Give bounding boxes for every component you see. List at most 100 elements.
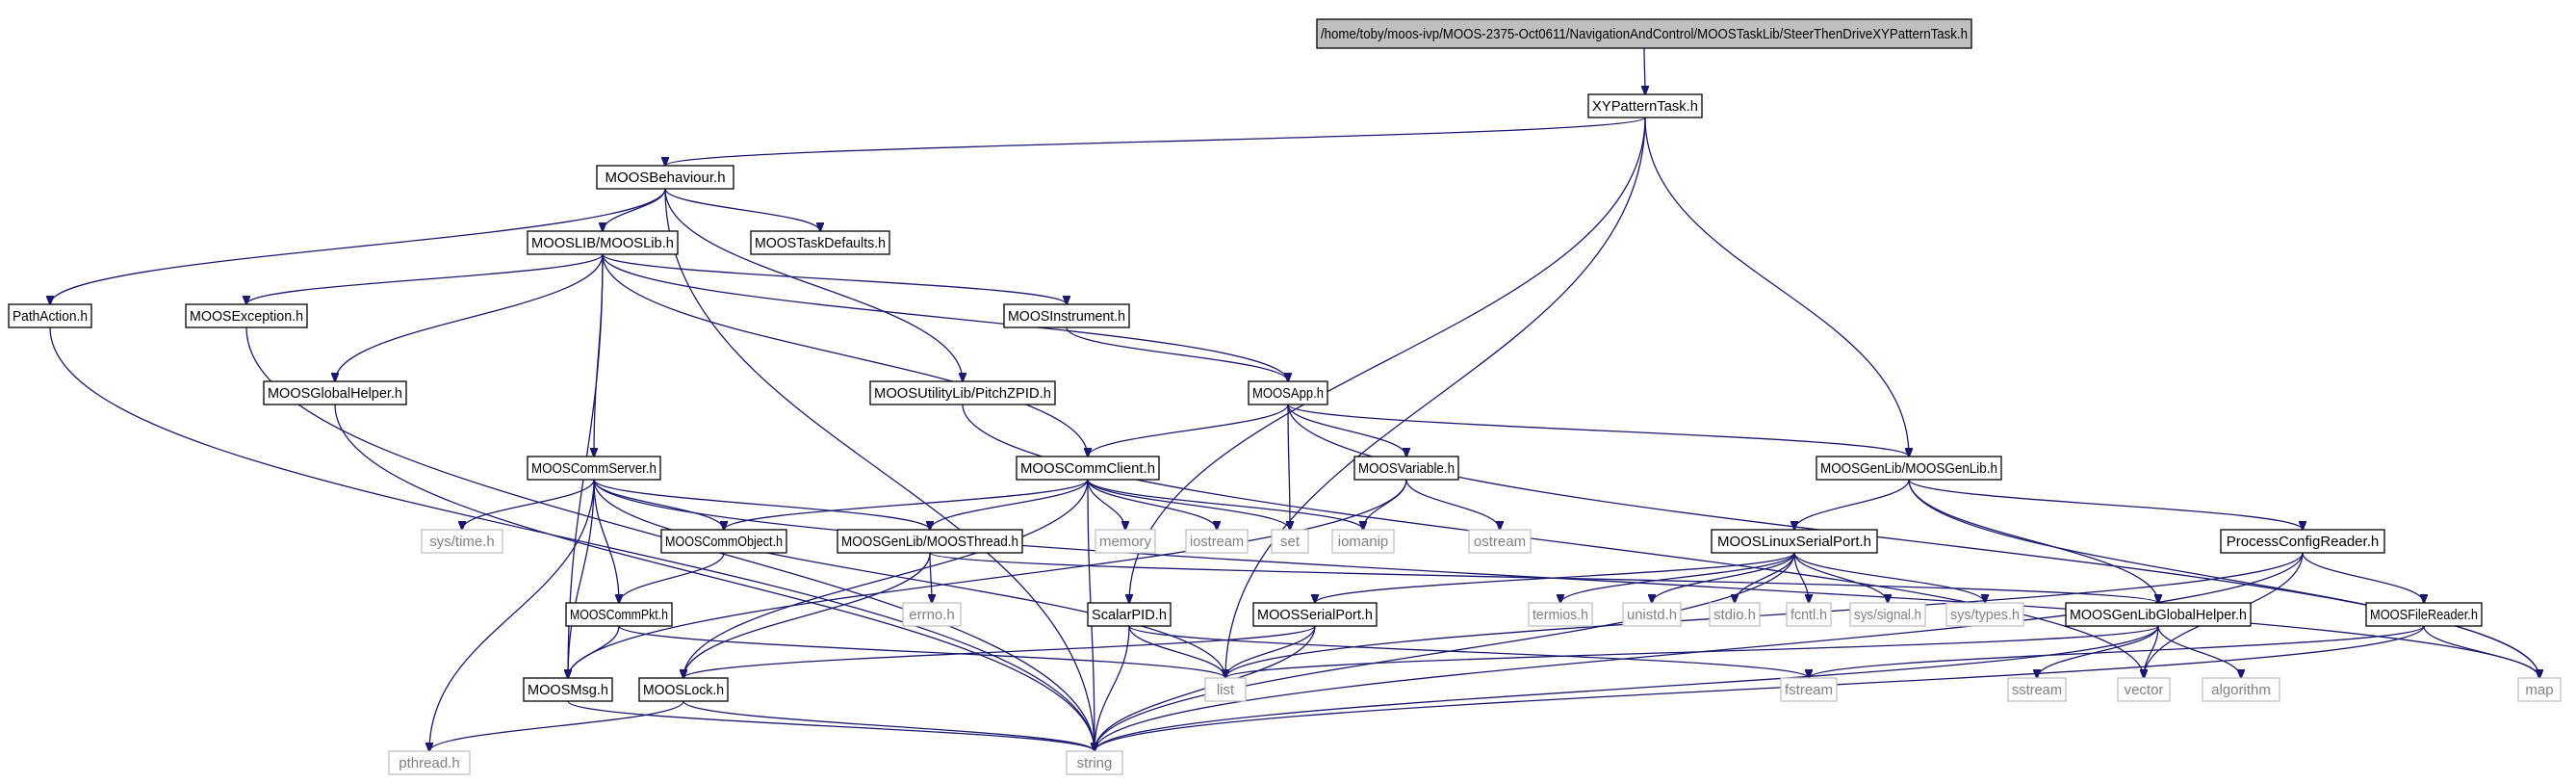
node-commserver[interactable]: MOOSCommServer.h xyxy=(527,456,661,481)
edge-scalarpid-to-string xyxy=(1095,625,1130,751)
edge-pitchzpid-to-vector xyxy=(962,404,2144,678)
node-box[interactable] xyxy=(750,230,890,255)
node-label: MOOSGenLib/MOOSThread.h xyxy=(841,534,1018,550)
edge-linuxserial-to-syssignal xyxy=(1793,552,1888,603)
node-box[interactable] xyxy=(1003,303,1130,328)
edge-path xyxy=(1087,479,1363,530)
node-label: sys/signal.h xyxy=(1854,607,1921,623)
node-pathaction[interactable]: PathAction.h xyxy=(8,303,92,328)
node-label: MOOSTaskDefaults.h xyxy=(755,235,886,251)
node-box[interactable] xyxy=(638,677,729,702)
node-box xyxy=(1331,529,1395,554)
node-box[interactable] xyxy=(1087,602,1172,627)
node-pthread: pthread.h xyxy=(388,750,471,775)
node-processconfig[interactable]: ProcessConfigReader.h xyxy=(2220,529,2385,554)
node-moosapp[interactable]: MOOSApp.h xyxy=(1248,380,1328,405)
node-label: MOOSGenLibGlobalHelper.h xyxy=(2070,607,2247,623)
node-box[interactable] xyxy=(2065,602,2252,627)
node-genlib[interactable]: MOOSGenLib/MOOSGenLib.h xyxy=(1816,456,2002,481)
node-label: errno.h xyxy=(909,607,955,623)
node-box[interactable] xyxy=(1016,456,1160,481)
edge-commserver-to-commobject xyxy=(593,479,724,530)
node-map: map xyxy=(2517,677,2562,702)
node-label: algorithm xyxy=(2211,682,2271,698)
node-syssignal: sys/signal.h xyxy=(1849,602,1926,627)
node-box[interactable] xyxy=(2365,602,2483,627)
edge-path xyxy=(593,479,724,530)
node-box[interactable] xyxy=(1316,18,1972,49)
node-root[interactable]: /home/toby/moos-ivp/MOOS-2375-Oct0611/Na… xyxy=(1316,18,1972,49)
edge-serialport-to-list xyxy=(1225,625,1316,678)
edge-mooslib-to-exception xyxy=(246,253,604,304)
node-moosmsg[interactable]: MOOSMsg.h xyxy=(523,677,613,702)
node-moosvariable[interactable]: MOOSVariable.h xyxy=(1353,456,1459,481)
edge-path xyxy=(1288,404,1290,530)
node-set: set xyxy=(1271,529,1309,554)
node-vector: vector xyxy=(2117,677,2171,702)
edge-genlibhelper-to-algorithm xyxy=(2157,625,2241,678)
node-behaviour[interactable]: MOOSBehaviour.h xyxy=(596,165,734,190)
node-box[interactable] xyxy=(523,677,613,702)
edge-path xyxy=(1225,117,1646,678)
node-taskdefaults[interactable]: MOOSTaskDefaults.h xyxy=(750,230,890,255)
node-box[interactable] xyxy=(1816,456,2002,481)
edge-behaviour-to-pathaction xyxy=(50,188,666,304)
node-label: MOOSUtilityLib/PitchZPID.h xyxy=(874,385,1051,402)
node-box[interactable] xyxy=(1353,456,1459,481)
node-label: stdio.h xyxy=(1713,607,1756,623)
node-box[interactable] xyxy=(1587,93,1703,118)
edge-path xyxy=(1095,625,1130,751)
edge-path xyxy=(962,404,2144,678)
node-globalhelper[interactable]: MOOSGlobalHelper.h xyxy=(263,380,407,405)
node-box[interactable] xyxy=(1711,529,1878,554)
node-xypattern[interactable]: XYPatternTask.h xyxy=(1587,93,1703,118)
node-exception[interactable]: MOOSException.h xyxy=(185,303,308,328)
edge-filereader-to-string xyxy=(1095,625,2425,751)
node-mooslib[interactable]: MOOSLIB/MOOSLib.h xyxy=(527,230,679,255)
node-moosthread[interactable]: MOOSGenLib/MOOSThread.h xyxy=(837,529,1023,554)
node-box xyxy=(1786,602,1832,627)
edge-genlibhelper-to-vector xyxy=(2144,625,2159,678)
node-box[interactable] xyxy=(660,529,787,554)
node-label: unistd.h xyxy=(1627,607,1677,623)
node-box[interactable] xyxy=(527,230,679,255)
node-termios: termios.h xyxy=(1528,602,1593,627)
node-serialport[interactable]: MOOSSerialPort.h xyxy=(1252,602,1378,627)
node-box[interactable] xyxy=(2220,529,2385,554)
node-filereader[interactable]: MOOSFileReader.h xyxy=(2365,602,2483,627)
edge-path xyxy=(1129,117,1646,603)
node-box[interactable] xyxy=(596,165,734,190)
edge-path xyxy=(1087,479,1217,530)
node-box[interactable] xyxy=(1248,380,1328,405)
node-genlibhelper[interactable]: MOOSGenLibGlobalHelper.h xyxy=(2065,602,2252,627)
node-commobject[interactable]: MOOSCommObject.h xyxy=(660,529,787,554)
node-box xyxy=(1849,602,1926,627)
node-iostream: iostream xyxy=(1185,529,1249,554)
node-stdio: stdio.h xyxy=(1709,602,1761,627)
node-box[interactable] xyxy=(263,380,407,405)
edge-commclient-to-iostream xyxy=(1087,479,1217,530)
edge-path xyxy=(1095,625,2425,751)
node-label: fcntl.h xyxy=(1790,607,1827,623)
edge-path xyxy=(50,188,666,304)
node-label: ostream xyxy=(1474,534,1526,550)
node-box[interactable] xyxy=(8,303,92,328)
edge-commserver-to-moosthread xyxy=(593,479,930,530)
edge-scalarpid-to-fstream xyxy=(1128,625,1809,678)
node-box[interactable] xyxy=(1252,602,1378,627)
node-linuxserial[interactable]: MOOSLinuxSerialPort.h xyxy=(1711,529,1878,554)
node-instrument[interactable]: MOOSInstrument.h xyxy=(1003,303,1130,328)
node-pitchzpid[interactable]: MOOSUtilityLib/PitchZPID.h xyxy=(869,380,1056,405)
node-commclient[interactable]: MOOSCommClient.h xyxy=(1016,456,1160,481)
node-commpkt[interactable]: MOOSCommPkt.h xyxy=(565,602,673,627)
node-box[interactable] xyxy=(837,529,1023,554)
edge-mooslock-to-string xyxy=(683,700,1095,751)
node-box[interactable] xyxy=(869,380,1056,405)
edge-linuxserial-to-systypes xyxy=(1793,552,1985,603)
node-box[interactable] xyxy=(185,303,308,328)
node-mooslock[interactable]: MOOSLock.h xyxy=(638,677,729,702)
node-box[interactable] xyxy=(565,602,673,627)
node-box[interactable] xyxy=(527,456,661,481)
node-scalarpid[interactable]: ScalarPID.h xyxy=(1087,602,1172,627)
node-systypes: sys/types.h xyxy=(1945,602,2024,627)
